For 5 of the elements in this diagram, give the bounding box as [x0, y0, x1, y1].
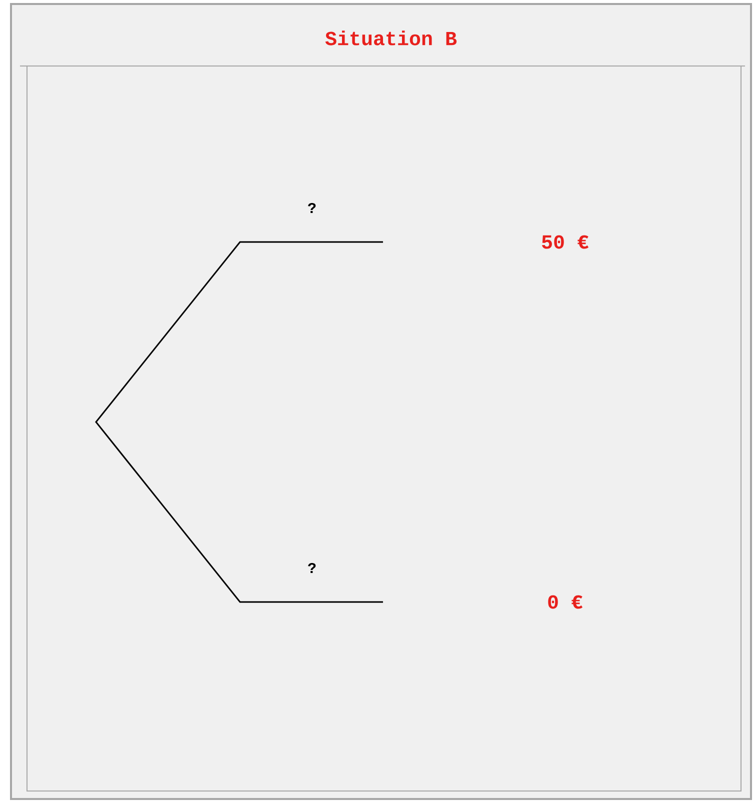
outcome-value: 50 € — [542, 235, 588, 249]
title: Situation B — [325, 30, 457, 46]
outcome-value: 0 € — [548, 595, 582, 609]
probability-mark: ? — [308, 202, 316, 214]
probability-mark: ? — [308, 562, 316, 574]
